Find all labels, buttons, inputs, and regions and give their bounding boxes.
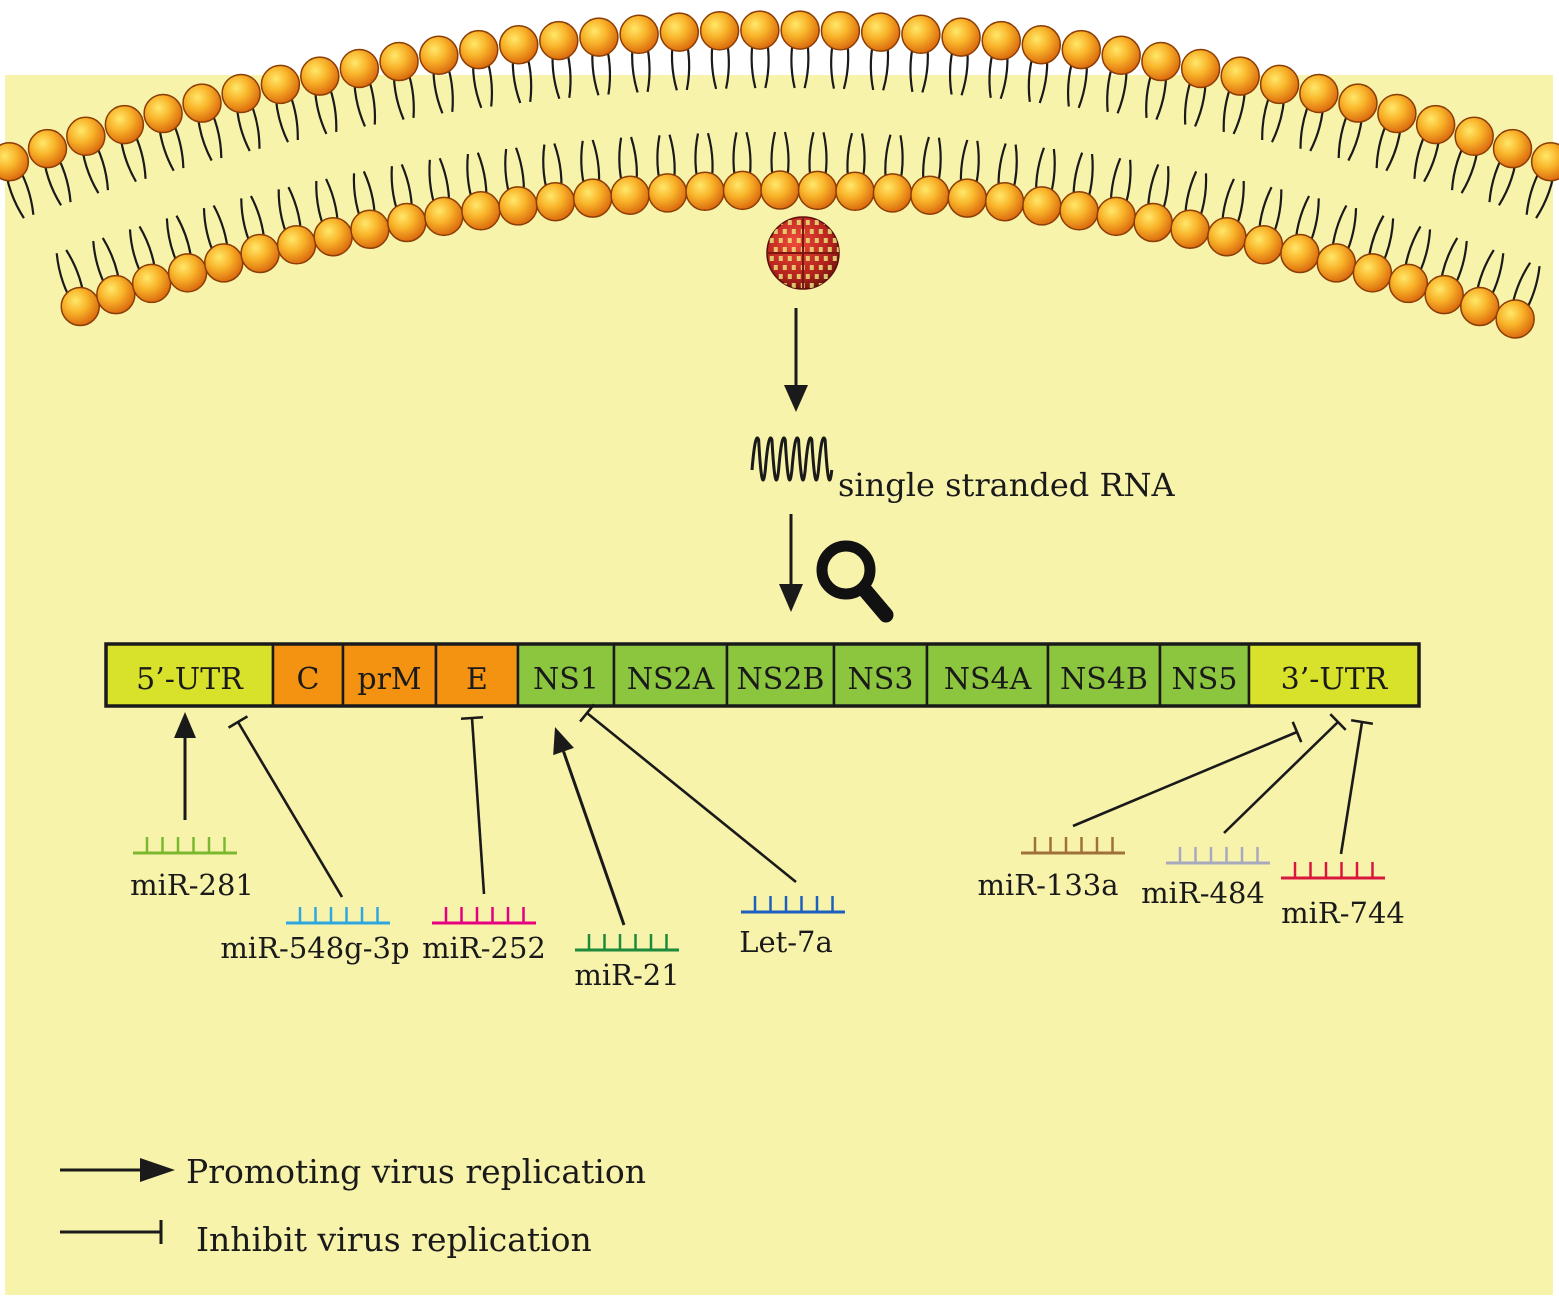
mirna-label-mir-548g-3p: miR-548g-3p xyxy=(220,931,409,965)
virus-particle-icon xyxy=(766,216,840,290)
genome-label-ns3: NS3 xyxy=(848,662,914,697)
entry-arrow xyxy=(784,308,808,412)
legend-inhibit-bar xyxy=(60,1220,163,1244)
mirna-mir-133a: miR-133a xyxy=(977,837,1125,902)
interaction-mir-133a-inhibitor xyxy=(1072,721,1303,828)
interaction-mir-281-arrow xyxy=(174,712,196,820)
mirna-label-mir-21: miR-21 xyxy=(574,958,679,992)
interaction-mir-548g-3p-inhibitor xyxy=(227,715,344,898)
legend-promote-label: Promoting virus replication xyxy=(186,1152,646,1191)
mirna-label-let-7a: Let-7a xyxy=(739,925,833,959)
magnifier-icon xyxy=(816,540,894,623)
cell-membrane xyxy=(0,10,1559,339)
mirna-interactions xyxy=(174,703,1374,926)
ssrna-wave-icon xyxy=(750,436,834,482)
legend-promote-arrow xyxy=(60,1158,175,1182)
genome-label-3utr: 3’-UTR xyxy=(1281,662,1389,697)
genome-segment-prm xyxy=(341,642,438,708)
mirna-list: miR-281 miR-548g-3p miR-252 miR-21 Let-7a miR… xyxy=(130,837,1405,992)
rna-label: single stranded RNA xyxy=(838,466,1176,504)
genome-label-ns2a: NS2A xyxy=(627,662,715,697)
mirna-let-7a: Let-7a xyxy=(739,896,845,959)
genome-label-5utr: 5’-UTR xyxy=(136,662,244,697)
genome-label-ns5: NS5 xyxy=(1172,662,1238,697)
mirna-mir-744: miR-744 xyxy=(1281,862,1405,930)
genome-label-e: E xyxy=(466,662,488,697)
legend-inhibit-label: Inhibit virus replication xyxy=(196,1220,592,1259)
mirna-mir-21: miR-21 xyxy=(574,934,680,992)
genome-label-ns4b: NS4B xyxy=(1060,662,1148,697)
mirna-label-mir-281: miR-281 xyxy=(130,868,254,902)
mirna-mir-484: miR-484 xyxy=(1141,847,1270,910)
genome-label-ns1: NS1 xyxy=(533,662,599,697)
mirna-mir-281: miR-281 xyxy=(130,837,254,902)
genome-label-c: C xyxy=(297,662,320,697)
mirna-label-mir-133a: miR-133a xyxy=(977,868,1118,902)
interaction-mir-252-inhibitor xyxy=(460,715,486,895)
genome-label-prm: prM xyxy=(357,662,421,697)
interaction-mir-744-inhibitor xyxy=(1339,718,1374,855)
genome-segment-ns2b xyxy=(725,642,836,708)
mirna-mir-252: miR-252 xyxy=(422,907,546,965)
genome-label-ns2b: NS2B xyxy=(737,662,825,697)
interaction-let-7a-inhibitor xyxy=(579,703,797,884)
mirna-label-mir-484: miR-484 xyxy=(1141,876,1265,910)
translation-arrow xyxy=(779,514,803,612)
genome-label-ns4a: NS4A xyxy=(944,662,1032,697)
mirna-mir-548g-3p: miR-548g-3p xyxy=(220,907,410,965)
mirna-label-mir-744: miR-744 xyxy=(1281,896,1405,930)
interaction-mir-21-arrow xyxy=(553,727,626,926)
mirna-label-mir-252: miR-252 xyxy=(422,931,546,965)
legend: Promoting virus replication Inhibit viru… xyxy=(60,1152,646,1259)
interaction-mir-484-inhibitor xyxy=(1223,713,1347,834)
